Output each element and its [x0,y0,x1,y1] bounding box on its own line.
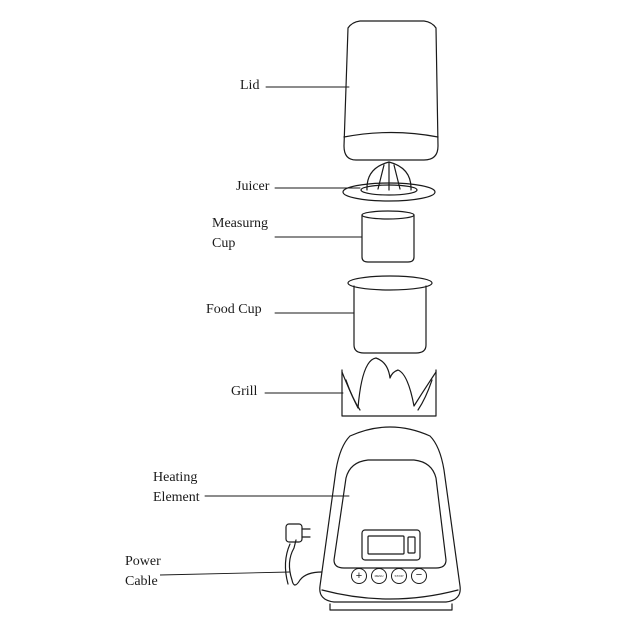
base-unit-part [319,426,461,611]
menu-button[interactable]: MENU [371,568,387,584]
display-indicator [407,536,416,554]
label-measuring-cup: Measurng Cup [212,214,268,254]
start-stop-button-label: ST/OP [394,574,404,578]
minus-button[interactable]: − [411,568,427,584]
leader-lines [204,86,363,497]
start-stop-button[interactable]: ST/OP [391,568,407,584]
grill-part [341,357,437,417]
plus-button-label: + [355,570,363,582]
label-measuring-cup-line2: Cup [212,236,236,251]
power-cable-part [284,523,323,586]
label-power-cable-line2: Cable [125,574,158,589]
plus-button[interactable]: + [351,568,367,584]
label-power-cable: Power Cable [125,552,161,592]
label-heating-element-line1: Heating [153,470,198,485]
juicer-part [342,161,436,202]
label-lid-text: Lid [240,78,260,93]
label-food-cup: Food Cup [206,300,262,320]
label-juicer-text: Juicer [236,179,270,194]
display-screen [367,535,405,555]
control-panel: + MENU ST/OP − [351,568,431,586]
label-heating-element: Heating Element [153,468,200,508]
label-heating-element-line2: Element [153,490,200,505]
label-juicer: Juicer [236,177,269,197]
label-food-cup-text: Food Cup [206,302,262,317]
measuring-cup-part [361,210,415,263]
menu-button-label: MENU [374,574,384,578]
display-outer [361,529,421,561]
label-lid: Lid [240,76,259,96]
plug-body [285,523,303,543]
lid-part [343,20,439,161]
label-grill-text: Grill [231,384,258,399]
label-measuring-cup-line1: Measurng [212,216,268,231]
label-grill: Grill [231,382,257,402]
minus-button-label: − [415,569,423,581]
label-power-cable-line1: Power [125,554,161,569]
food-cup-part [347,275,433,354]
